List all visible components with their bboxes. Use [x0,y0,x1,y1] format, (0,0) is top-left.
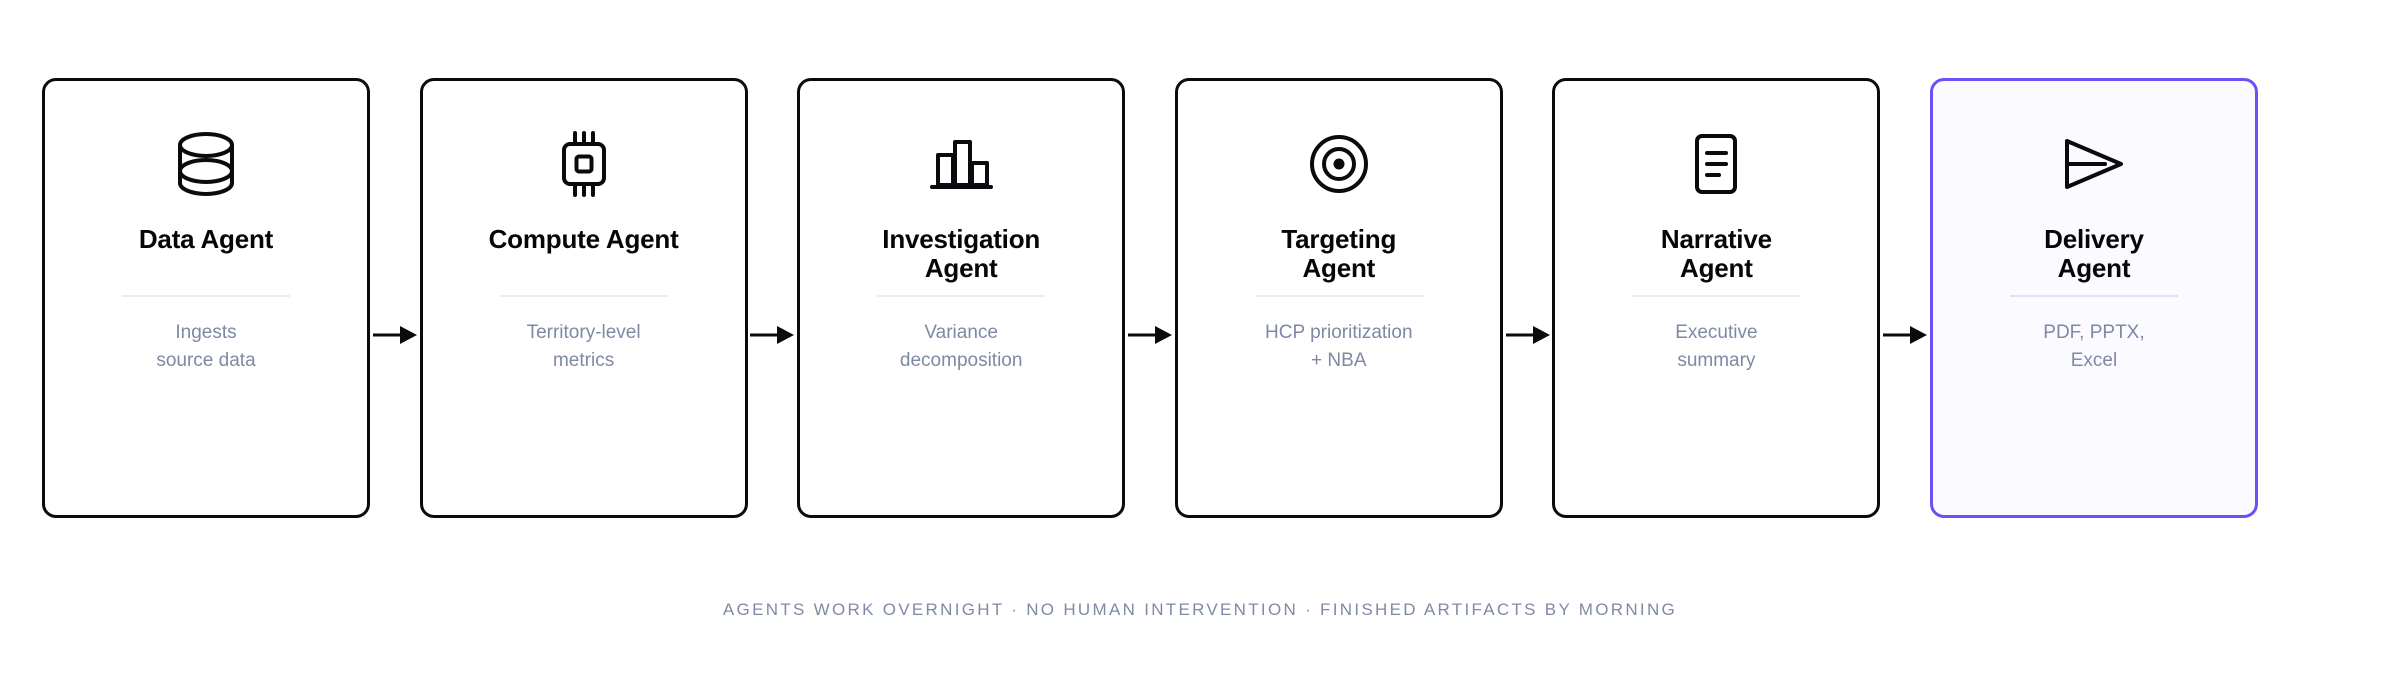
arrow-right-icon [748,324,796,346]
pipeline-card-investigation-agent[interactable]: Investigation Agent Variance decompositi… [797,78,1126,518]
send-plane-icon [2061,121,2127,207]
database-icon [176,121,236,207]
footer-caption: AGENTS WORK OVERNIGHT · NO HUMAN INTERVE… [722,600,1678,619]
card-divider [877,295,1046,297]
card-divider [499,295,668,297]
card-title: Narrative Agent [1660,224,1772,284]
pipeline-card-delivery-agent[interactable]: Delivery Agent PDF, PPTX, Excel [1929,78,2258,518]
card-divider [122,295,290,297]
card-content: Delivery Agent PDF, PPTX, Excel [1933,121,2255,375]
card-subtitle: Executive summary [1675,322,1758,372]
target-icon [1308,121,1370,207]
card-divider [2009,295,2178,297]
card-divider [1632,295,1801,297]
pipeline-card-compute-agent[interactable]: Compute Agent Territory-level metrics [419,78,748,518]
bar-chart-icon [929,121,994,207]
card-title: Compute Agent [488,224,679,254]
arrow-right-icon [1504,324,1552,346]
card-content: Data Agent Ingests source data [45,121,367,375]
card-content: Investigation Agent Variance decompositi… [800,121,1122,375]
pipeline-card-narrative-agent[interactable]: Narrative Agent Executive summary [1552,78,1881,518]
card-content: Compute Agent Territory-level metrics [423,121,745,375]
arrow-right-icon [1126,324,1174,346]
pipeline-card-data-agent[interactable]: Data Agent Ingests source data [42,78,370,518]
card-content: Narrative Agent Executive summary [1555,121,1877,375]
card-divider [1254,295,1423,297]
arrow-right-icon [1881,324,1929,346]
card-content: Targeting Agent HCP prioritization + NBA [1178,121,1500,375]
card-title: Delivery Agent [2044,224,2144,284]
arrow-right-icon [371,324,419,346]
card-subtitle: PDF, PPTX, Excel [2043,322,2145,372]
card-subtitle: Territory-level metrics [526,322,641,372]
card-title: Data Agent [138,224,274,254]
pipeline-row: Data Agent Ingests source data [42,78,2258,518]
cpu-chip-icon [553,121,615,207]
card-title: Investigation Agent [882,224,1041,284]
document-icon [1691,121,1741,207]
card-subtitle: Variance decomposition [899,322,1023,372]
card-subtitle: Ingests source data [156,322,256,372]
pipeline-card-targeting-agent[interactable]: Targeting Agent HCP prioritization + NBA [1174,78,1503,518]
card-subtitle: HCP prioritization + NBA [1265,322,1413,372]
card-title: Targeting Agent [1281,224,1397,284]
